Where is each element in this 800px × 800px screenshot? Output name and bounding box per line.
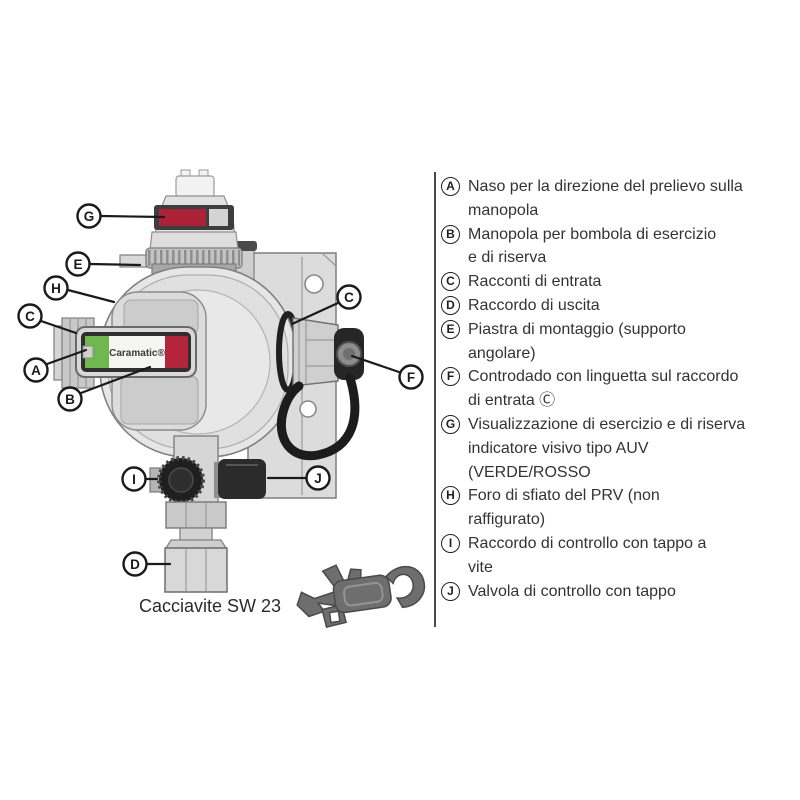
svg-text:A: A xyxy=(31,363,41,378)
device-brand-label: Caramatic® xyxy=(109,348,165,359)
legend-item-c: C Racconti di entrata xyxy=(441,270,793,294)
legend-item-f: F Controdado con linguetta sul raccordo … xyxy=(441,365,793,413)
svg-text:F: F xyxy=(407,370,415,385)
legend-item-text: Controdado con linguetta sul raccordo di… xyxy=(468,368,739,410)
callouts: G E H C A xyxy=(17,203,424,577)
legend-letter-badge: H xyxy=(441,486,460,506)
plate-hole-top xyxy=(304,274,324,294)
legend-letter-badge: A xyxy=(441,177,460,196)
outlet-assembly xyxy=(149,435,266,593)
legend-item-text: Foro di sfiato del PRV (non raffigurato) xyxy=(468,487,660,529)
callout-E: E xyxy=(65,251,142,277)
outlet-nut xyxy=(164,547,228,593)
legend-item-a: A Naso per la direzione del prelievo sul… xyxy=(441,175,793,223)
legend-letter-badge: B xyxy=(441,224,460,244)
legend-item-e: E Piastra di montaggio (supporto angolar… xyxy=(441,318,793,366)
svg-text:C: C xyxy=(25,309,35,324)
legend-letter-badge: E xyxy=(441,319,460,339)
legend-letter-badge: I xyxy=(441,533,460,553)
legend-item-j: J Valvola di controllo con tappo xyxy=(441,580,793,604)
legend-letter-badge: C xyxy=(441,272,460,292)
callout-H: H xyxy=(43,275,116,304)
callout-A: A xyxy=(23,348,88,383)
svg-text:H: H xyxy=(51,281,61,296)
callout-J: J xyxy=(266,465,331,491)
svg-text:I: I xyxy=(132,472,136,487)
legend-item-text: Raccordo di uscita xyxy=(468,296,600,314)
indicator-window-light xyxy=(209,209,228,226)
legend-item-h: H Foro di sfiato del PRV (non raffigurat… xyxy=(441,484,793,532)
legend-item-text: Raccordo di controllo con tappo a vite xyxy=(468,534,707,576)
wrench-tool xyxy=(296,564,426,629)
plate-hole-bottom xyxy=(299,400,317,418)
legend-letter-badge: J xyxy=(441,581,460,601)
indicator-window-red xyxy=(159,209,206,226)
callout-C-right: C xyxy=(290,284,362,326)
control-valve-cap xyxy=(218,459,266,499)
legend-letter-badge: G xyxy=(441,414,460,434)
legend-item-text: Racconti di entrata xyxy=(468,273,602,291)
callout-I: I xyxy=(121,466,159,492)
level-indicator-label: Caramatic® xyxy=(75,326,197,378)
legend-item-i: I Raccordo di controllo con tappo a vite xyxy=(441,532,793,580)
callout-F: F xyxy=(350,354,424,390)
legend-letter-badge: D xyxy=(441,295,460,315)
cap-strap xyxy=(277,373,360,461)
indicator-red xyxy=(165,336,188,368)
svg-text:J: J xyxy=(314,471,322,486)
legend-item-g: G Visualizzazione di esercizio e di rise… xyxy=(441,413,793,484)
svg-text:G: G xyxy=(84,209,95,224)
callout-B: B xyxy=(57,365,152,412)
callout-D: D xyxy=(122,551,172,577)
legend-item-text: Visualizzazione di esercizio e di riserv… xyxy=(468,415,746,481)
svg-text:B: B xyxy=(65,392,75,407)
callout-C-left: C xyxy=(17,303,78,335)
tool-caption: Cacciavite SW 23 xyxy=(139,596,281,616)
svg-text:E: E xyxy=(73,257,82,272)
legend-item-d: D Raccordo di uscita xyxy=(441,294,793,318)
legend-item-text: Manopola per bombola di esercizio e di r… xyxy=(468,225,717,267)
legend-item-b: B Manopola per bombola di esercizio e di… xyxy=(441,223,793,271)
callout-G: G xyxy=(76,203,166,229)
legend: A Naso per la direzione del prelievo sul… xyxy=(441,175,793,603)
legend-item-text: Piastra di montaggio (supporto angolare) xyxy=(468,320,686,362)
legend-item-text: Naso per la direzione del prelievo sulla… xyxy=(468,178,743,219)
direction-notch xyxy=(82,345,94,359)
indicator-cap xyxy=(145,169,243,275)
protective-cap xyxy=(334,328,364,380)
device-diagram: Caramatic® xyxy=(17,169,426,629)
brand-sticker xyxy=(109,336,165,368)
legend-item-text: Valvola di controllo con tappo xyxy=(468,582,676,600)
svg-text:C: C xyxy=(344,290,354,305)
divider-line xyxy=(434,172,436,627)
legend-letter-badge: F xyxy=(441,367,460,387)
svg-text:D: D xyxy=(130,557,140,572)
right-inlet-connector xyxy=(276,311,339,393)
